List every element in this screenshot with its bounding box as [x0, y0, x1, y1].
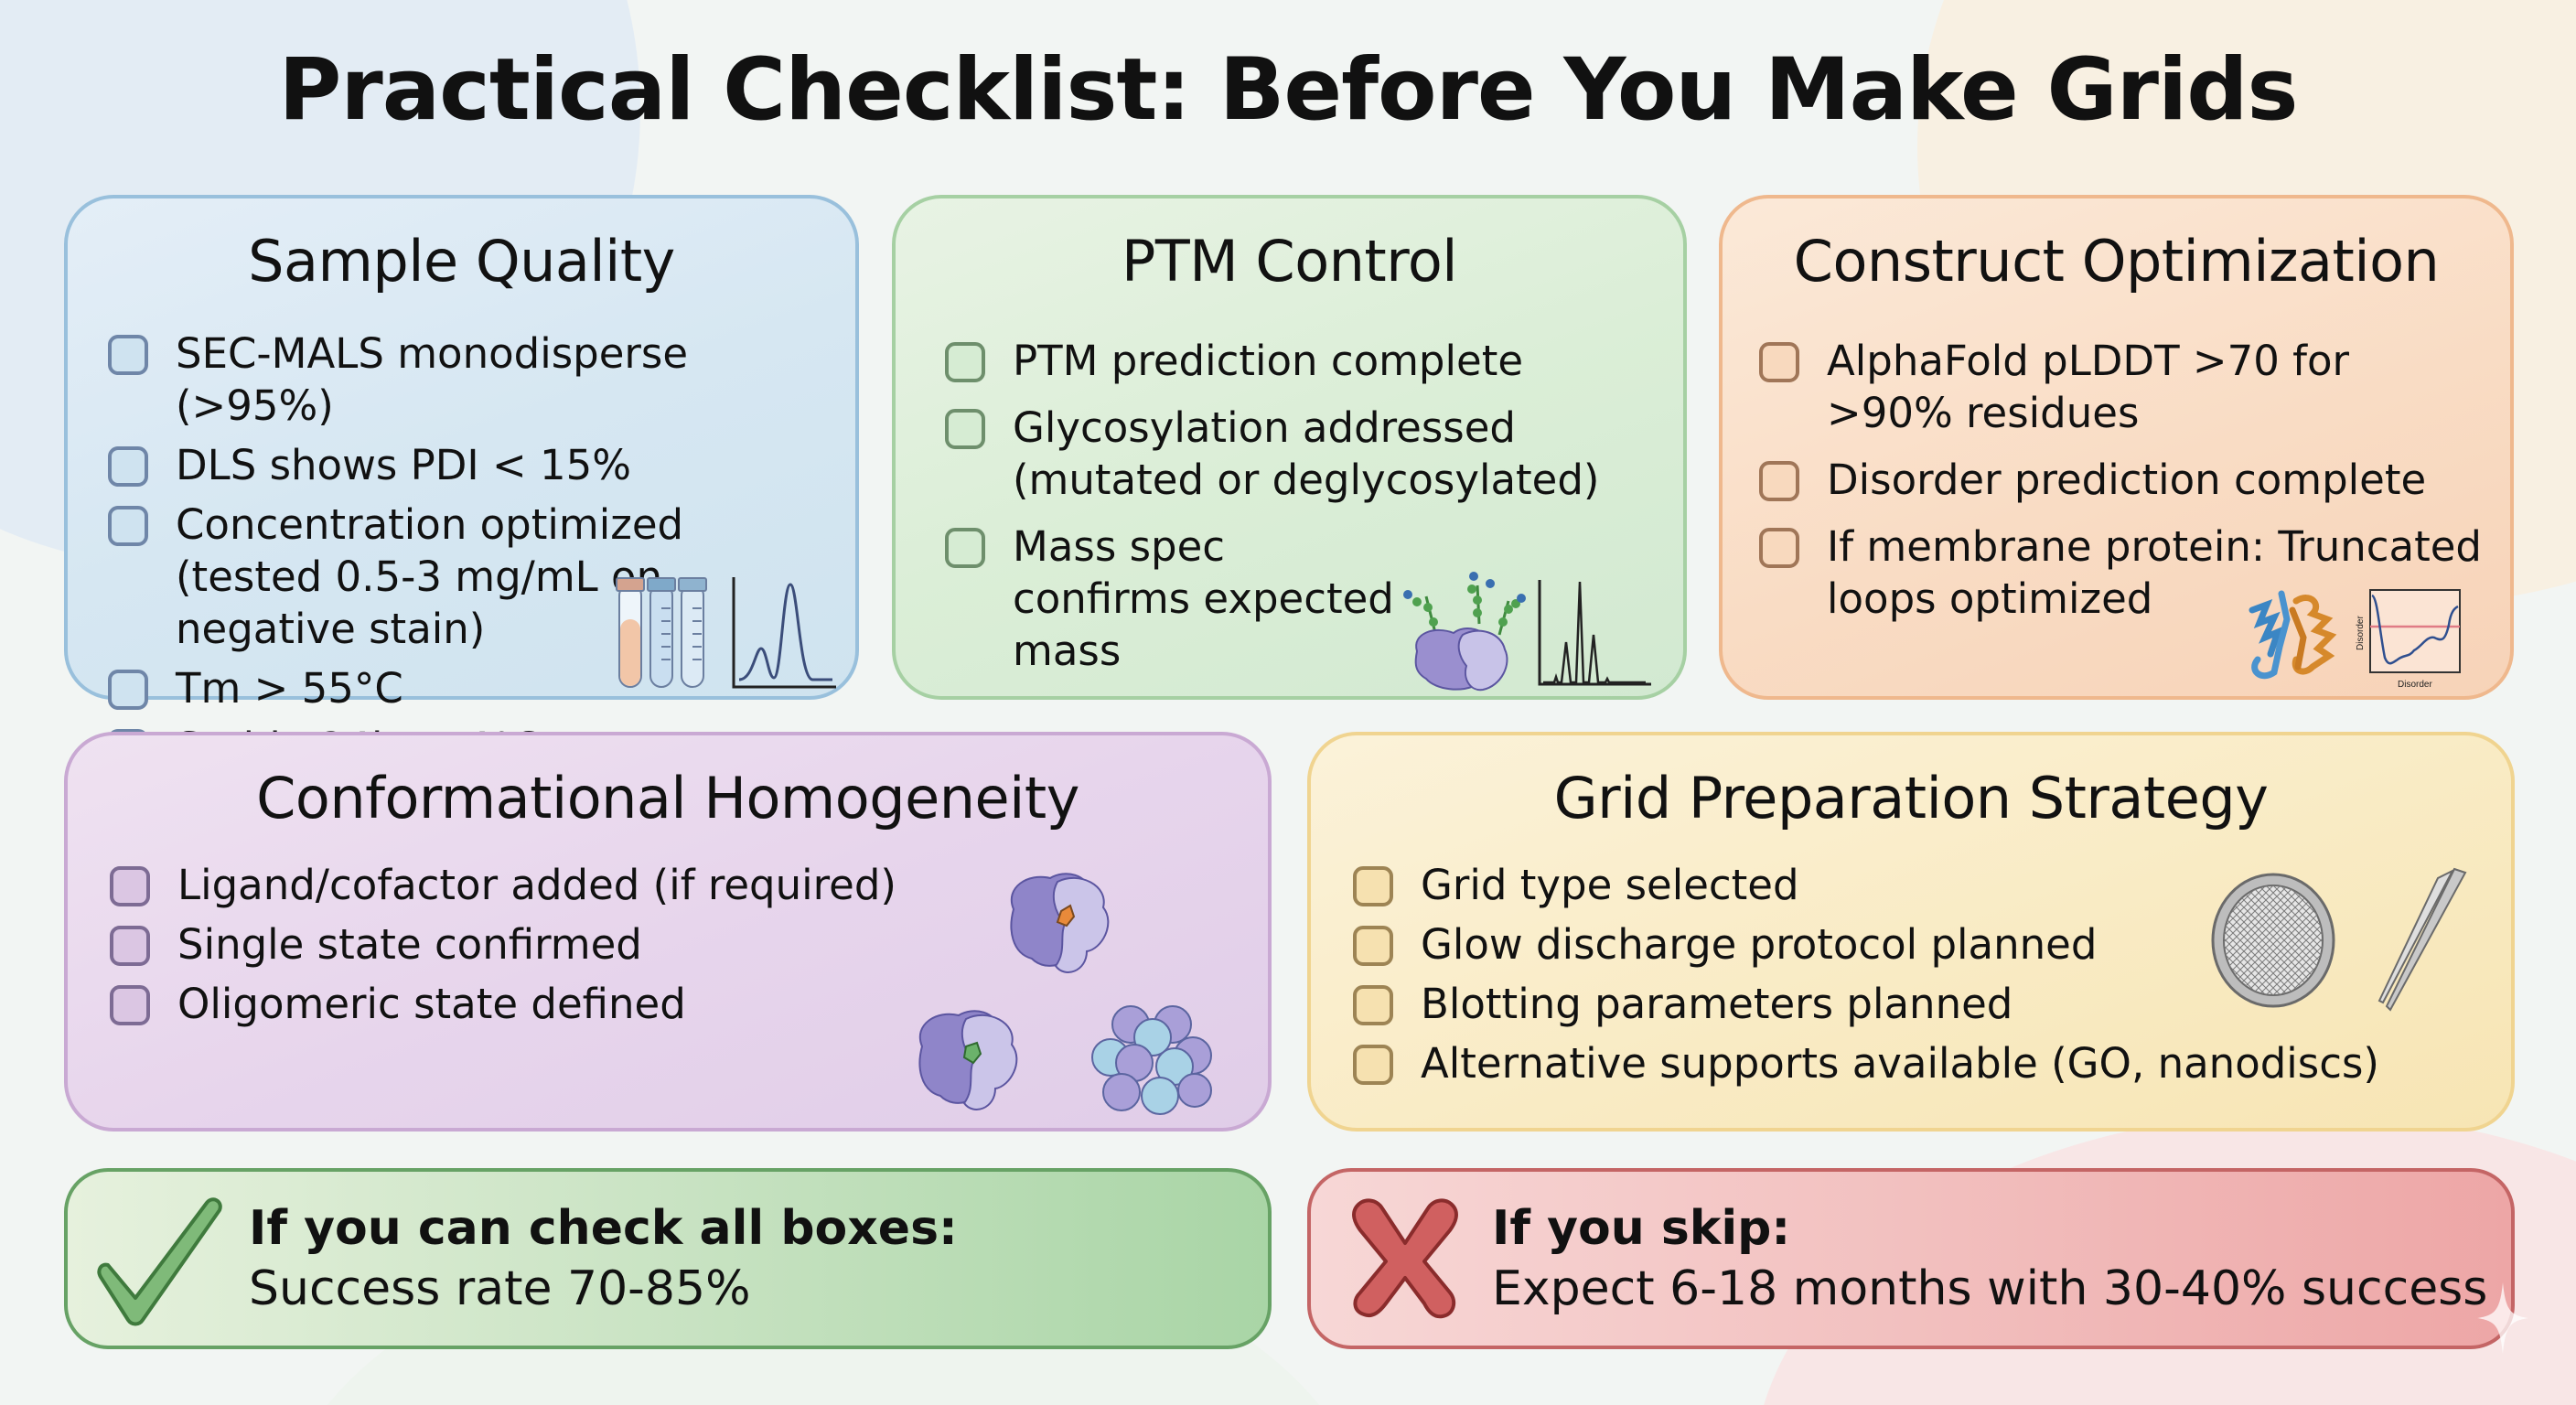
checklist-item-label: Blotting parameters planned [1421, 980, 2013, 1028]
checkbox[interactable] [1353, 926, 1393, 966]
checklist-item[interactable]: Glow discharge protocol planned [1353, 918, 2511, 971]
checklist-item-label: Alternative supports available (GO, nano… [1421, 1039, 2379, 1088]
checklist-item[interactable]: Glycosylation addressed (mutated or degl… [945, 402, 1683, 506]
card-title: Sample Quality [248, 228, 675, 295]
checklist-item[interactable]: Ligand/cofactor added (if required) [110, 859, 1268, 911]
card-construct-optimization: Construct Optimization AlphaFold pLDDT >… [1719, 195, 2514, 700]
checkbox[interactable] [108, 670, 148, 710]
checkbox[interactable] [1353, 985, 1393, 1025]
mass-spectrum-icon [1538, 580, 1651, 686]
em-grid-tweezers-icon [2211, 867, 2467, 1012]
checklist-item[interactable]: AlphaFold pLDDT >70 for >90% residues [1759, 335, 2510, 439]
plot-ylabel: Disorder [2356, 616, 2366, 650]
plot-xlabel: Disorder [2398, 680, 2432, 690]
card-title: Conformational Homogeneity [256, 765, 1079, 831]
checklist-item-label: Disorder prediction complete [1827, 456, 2427, 504]
checklist-item-label: SEC-MALS monodisperse (>95%) [176, 329, 689, 430]
card-ptm-control: PTM Control PTM prediction complete Glyc… [892, 195, 1687, 700]
card-title: Grid Preparation Strategy [1553, 765, 2269, 831]
checklist-item[interactable]: If membrane protein: Truncated loops opt… [1759, 520, 2510, 625]
checkbox[interactable] [945, 409, 985, 449]
outcome-text: Expect 6-18 months with 30-40% success [1492, 1261, 2488, 1316]
card-title: PTM Control [1121, 228, 1458, 295]
checkbox[interactable] [1353, 866, 1393, 906]
card-title: Construct Optimization [1793, 228, 2440, 295]
checklist: SEC-MALS monodisperse (>95%) DLS shows P… [68, 295, 855, 774]
checklist-item[interactable]: Mass spec confirms expected mass [945, 520, 1683, 677]
checkbox[interactable] [110, 985, 150, 1025]
checklist-item[interactable]: Oligomeric state defined [110, 978, 1268, 1030]
checklist-item-label: DLS shows PDI < 15% [176, 441, 632, 489]
protein-structure-icon [2249, 590, 2337, 680]
checklist-item[interactable]: DLS shows PDI < 15% [108, 439, 855, 491]
checklist-item-label: AlphaFold pLDDT >70 for >90% residues [1827, 337, 2350, 437]
checklist-item[interactable]: Blotting parameters planned [1353, 978, 2511, 1030]
protein-ligand-icon [1010, 873, 1110, 973]
outcome-text: Success rate 70-85% [249, 1261, 751, 1316]
checklist: Grid type selected Glow discharge protoc… [1311, 831, 2511, 1089]
checklist-item[interactable]: Grid type selected [1353, 859, 2511, 911]
checkbox[interactable] [108, 335, 148, 375]
checkbox[interactable] [1759, 528, 1799, 568]
outcome-failure-banner: If you skip: Expect 6-18 months with 30-… [1307, 1168, 2515, 1349]
oligomer-complex-icon [1091, 1005, 1212, 1115]
checkbox[interactable] [108, 446, 148, 487]
checklist: PTM prediction complete Glycosylation ad… [896, 295, 1683, 677]
checklist-item-label: Single state confirmed [177, 920, 642, 969]
card-sample-quality: Sample Quality SEC-MALS monodisperse (>9… [64, 195, 859, 772]
chromatogram-icon [732, 577, 836, 689]
checkbox[interactable] [1353, 1045, 1393, 1085]
checklist-item-label: Glycosylation addressed (mutated or degl… [1013, 403, 1600, 504]
checklist: AlphaFold pLDDT >70 for >90% residues Di… [1723, 295, 2510, 625]
checkbox[interactable] [110, 926, 150, 966]
checkbox[interactable] [1759, 342, 1799, 382]
checkmark-icon [97, 1197, 222, 1326]
checklist: Ligand/cofactor added (if required) Sing… [68, 831, 1268, 1030]
checkbox[interactable] [108, 506, 148, 546]
checklist-item-label: Mass spec confirms expected mass [1013, 522, 1394, 675]
checklist-item-label: If membrane protein: Truncated loops opt… [1827, 522, 2482, 623]
protein-cofactor-icon [918, 1010, 1018, 1110]
checklist-item-label: Oligomeric state defined [177, 980, 686, 1028]
checkbox[interactable] [945, 342, 985, 382]
card-conformational-homogeneity: Conformational Homogeneity Ligand/cofact… [64, 732, 1272, 1132]
checkbox[interactable] [1759, 461, 1799, 501]
checklist-item[interactable]: Disorder prediction complete [1759, 454, 2510, 506]
checklist-item-label: Glow discharge protocol planned [1421, 920, 2098, 969]
checklist-item-label: Grid type selected [1421, 861, 1799, 909]
outcome-success-banner: If you can check all boxes: Success rate… [64, 1168, 1272, 1349]
checklist-item-label: Ligand/cofactor added (if required) [177, 861, 896, 909]
checklist-item[interactable]: Alternative supports available (GO, nano… [1353, 1037, 2511, 1089]
checklist-item-label: Tm > 55°C [176, 664, 403, 713]
sparkle-icon [2477, 1282, 2528, 1354]
cross-icon [1352, 1198, 1458, 1319]
disorder-plot-icon: Disorder Disorder [2356, 589, 2461, 690]
checklist-item-label: Concentration optimized (tested 0.5-3 mg… [176, 500, 684, 653]
glycosylated-protein-icon [1403, 572, 1526, 692]
card-grid-preparation: Grid Preparation Strategy Grid type sele… [1307, 732, 2515, 1132]
checklist-item[interactable]: SEC-MALS monodisperse (>95%) [108, 327, 855, 432]
checklist-item-label: PTM prediction complete [1013, 337, 1524, 385]
checklist-item[interactable]: Concentration optimized (tested 0.5-3 mg… [108, 499, 855, 655]
checklist-item[interactable]: Single state confirmed [110, 918, 1268, 971]
checkbox[interactable] [110, 866, 150, 906]
page-title: Practical Checklist: Before You Make Gri… [278, 40, 2299, 140]
checklist-item[interactable]: Tm > 55°C [108, 662, 855, 714]
outcome-heading: If you skip: [1492, 1201, 1791, 1256]
checkbox[interactable] [945, 528, 985, 568]
test-tubes-icon [616, 577, 707, 688]
checklist-item[interactable]: PTM prediction complete [945, 335, 1683, 387]
outcome-heading: If you can check all boxes: [249, 1201, 958, 1256]
